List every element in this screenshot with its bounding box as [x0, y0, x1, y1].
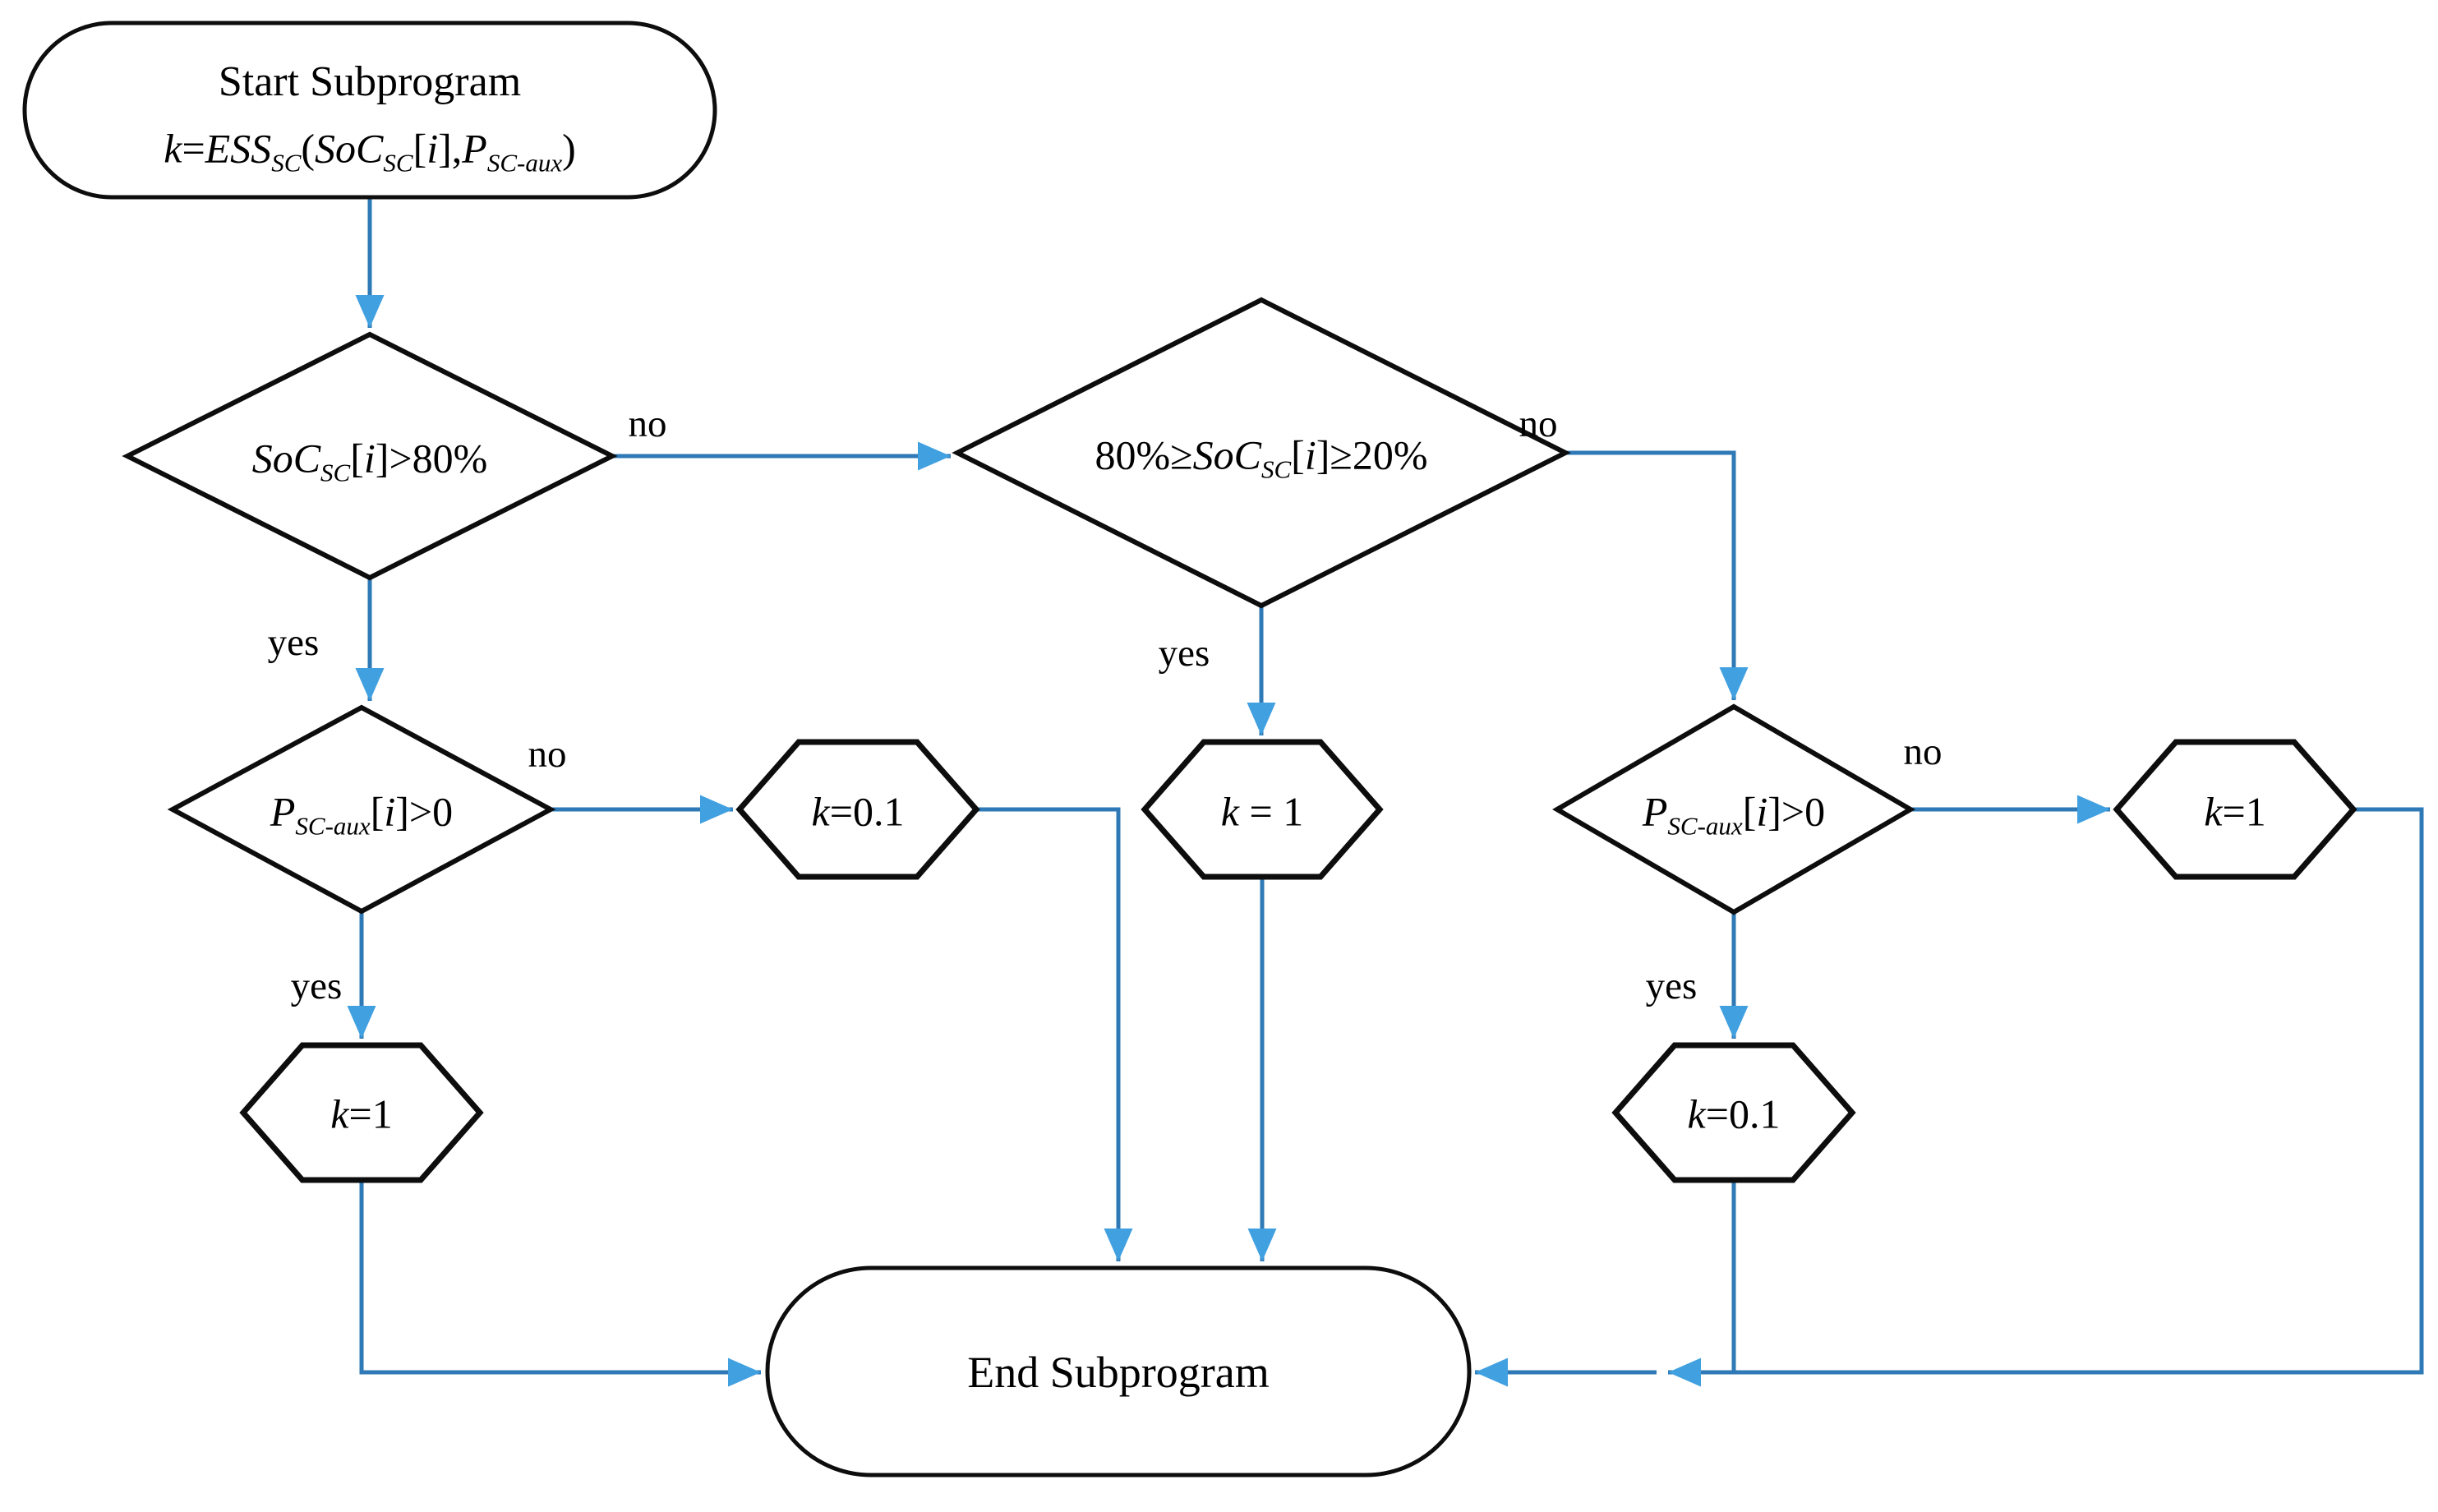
edge-label-d3-no: no — [528, 732, 567, 776]
hex-k1-right-shape — [2113, 739, 2357, 880]
hex-k01-left-label: k=0.1 — [811, 788, 905, 835]
hex-k01-yes-right-label: k=0.1 — [1687, 1090, 1781, 1137]
hex-k1-mid-label: k = 1 — [1220, 788, 1304, 835]
connectors — [347, 197, 2424, 1387]
decision-p-left-label: PSC-aux[i]>0 — [270, 788, 454, 841]
node-shapes — [22, 21, 2357, 1477]
start-terminator-shape — [22, 21, 717, 200]
edge-label-d1-no: no — [628, 402, 667, 445]
decision-soc-between-label: 80%≥SoCSC[i]≥20% — [1095, 431, 1428, 484]
hex-k1-right-label: k=1 — [2204, 788, 2266, 835]
decision-soc-gt-80-label: SoCSC[i]>80% — [251, 435, 488, 487]
decision-p-right-label: PSC-aux[i]>0 — [1642, 788, 1826, 841]
edge-label-d1-yes: yes — [267, 620, 320, 664]
hex-k01-yes-right-shape — [1611, 1042, 1856, 1183]
decision-p-left-shape — [167, 704, 556, 915]
end-terminator-shape — [765, 1265, 1472, 1477]
edge-k01left-to-end — [976, 807, 1133, 1261]
edge-label-d3-yes: yes — [290, 964, 343, 1007]
hex-k1-mid-shape — [1141, 739, 1384, 880]
edge-k1left-to-end — [359, 1180, 761, 1387]
edge-label-d2-yes: yes — [1158, 631, 1210, 675]
edge-label-d2-no: no — [1519, 402, 1558, 445]
decision-soc-gt-80-shape — [122, 331, 618, 581]
end-node-label: End Subprogram — [967, 1347, 1270, 1397]
start-node-title: Start Subprogram — [218, 58, 522, 106]
hex-k1-yes-left-label: k=1 — [330, 1090, 393, 1137]
hex-k1-yes-left-shape — [239, 1042, 484, 1183]
start-node-formula: k=ESSSC(SoCSC[i],PSC-aux) — [164, 125, 576, 177]
edge-k1right-to-merge — [1668, 807, 2424, 1387]
edge-d2-no-to-d4 — [1565, 450, 1749, 700]
decision-p-right-shape — [1552, 703, 1915, 915]
decision-soc-between-shape — [952, 297, 1571, 609]
edge-label-d4-yes: yes — [1645, 964, 1698, 1007]
edge-label-d4-no: no — [1903, 730, 1943, 773]
hex-k01-left-shape — [735, 739, 980, 880]
